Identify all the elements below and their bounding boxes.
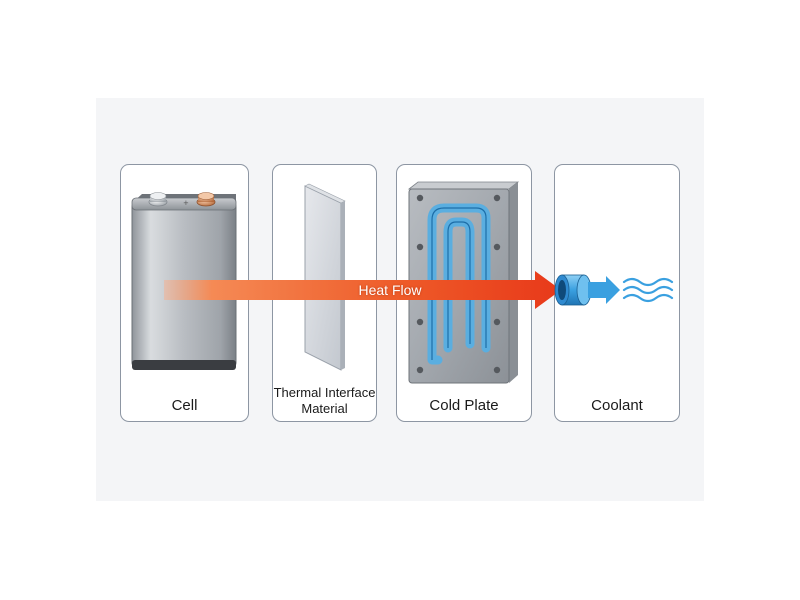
cold-plate-label: Cold Plate	[429, 397, 499, 414]
thermal-pad-icon	[304, 183, 346, 371]
coolant-waves-icon	[622, 277, 674, 303]
coolant-pipe-icon	[554, 274, 620, 306]
cell-label: Cell	[171, 397, 198, 414]
coolant-label: Coolant	[591, 397, 643, 414]
heat-flow-label: Heat Flow	[358, 282, 422, 298]
heat-flow-arrow	[164, 271, 561, 309]
tim-label-line2: Material	[301, 401, 348, 416]
tim-label-line1: Thermal Interface	[273, 385, 376, 400]
svg-text:+: +	[183, 199, 189, 207]
